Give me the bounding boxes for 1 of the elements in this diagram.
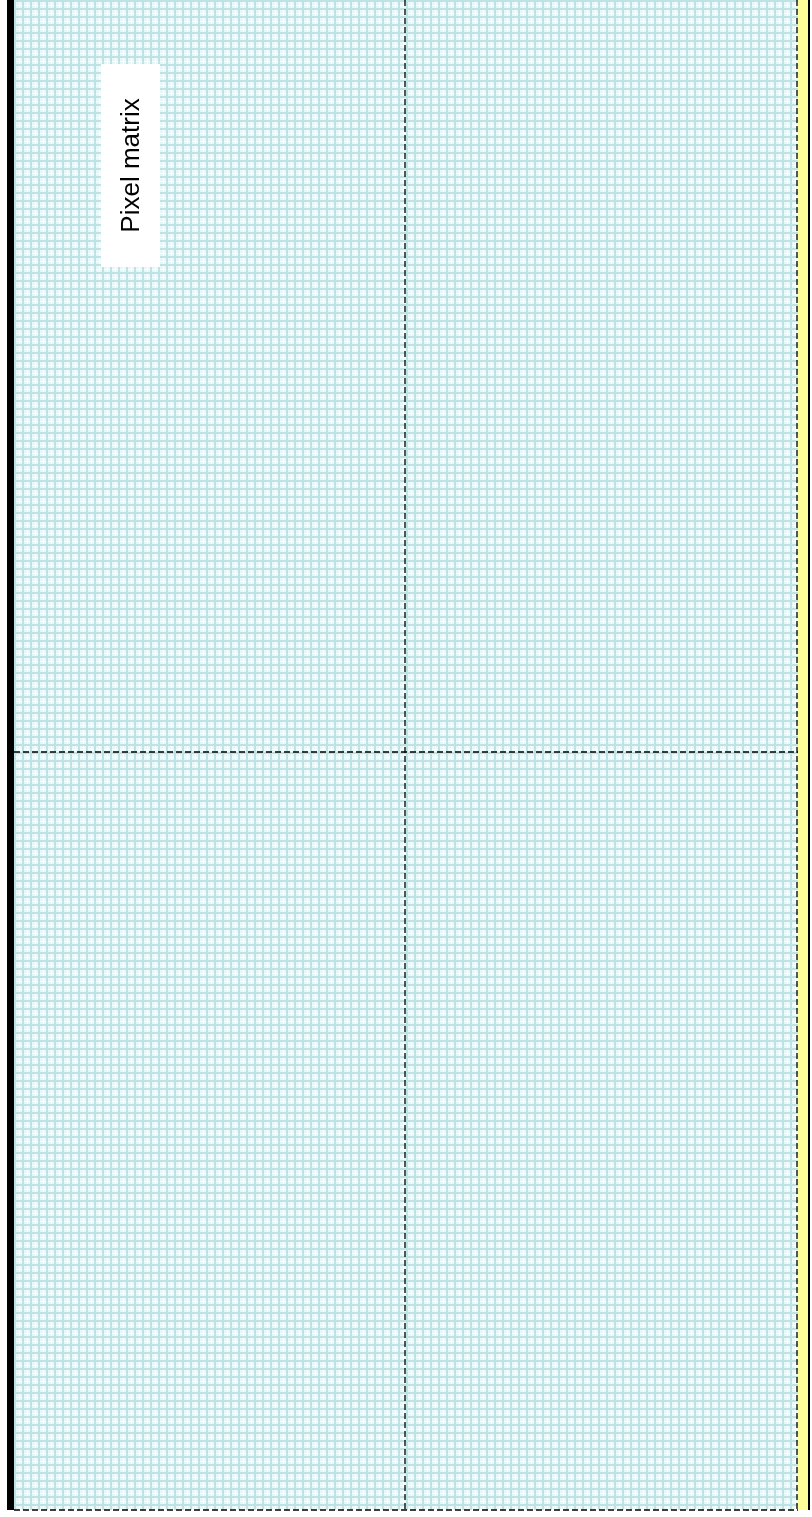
axis-label: Pixel matrix [115,98,146,233]
